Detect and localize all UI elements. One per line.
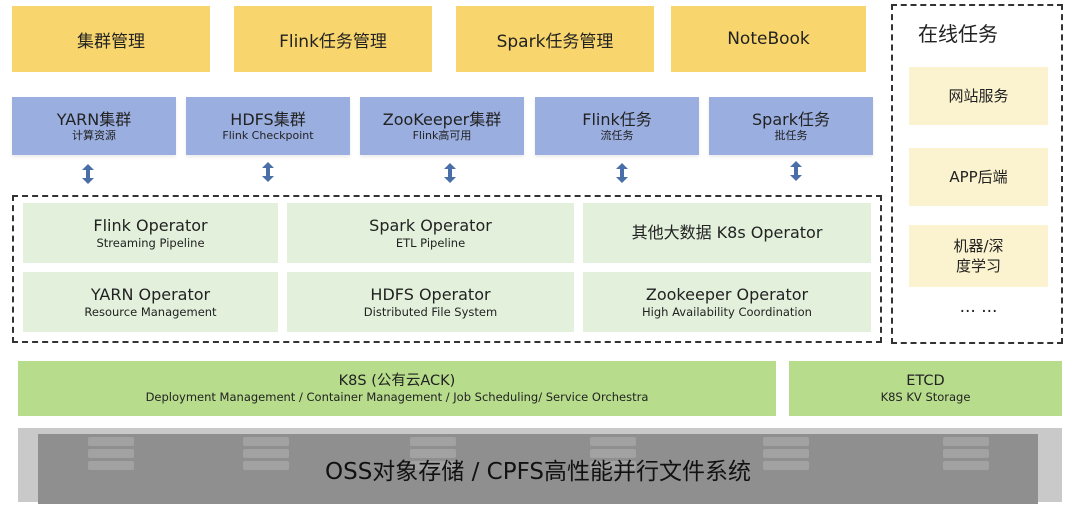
operator-box-spark: Spark Operator ETL Pipeline bbox=[287, 203, 574, 263]
server-icon bbox=[590, 437, 636, 473]
double-arrow-icon bbox=[82, 164, 94, 184]
top-box-notebook: NoteBook bbox=[671, 6, 866, 72]
double-arrow-icon bbox=[790, 161, 802, 181]
double-arrow-icon bbox=[444, 163, 456, 183]
k8s-subtitle: Deployment Management / Container Manage… bbox=[145, 390, 649, 404]
online-tasks-panel bbox=[891, 4, 1063, 344]
cluster-subtitle: Flink高可用 bbox=[412, 128, 472, 142]
operator-title: Flink Operator bbox=[93, 215, 208, 235]
server-icon bbox=[243, 437, 289, 473]
cluster-title: YARN集群 bbox=[56, 109, 132, 129]
top-box-cluster-management: 集群管理 bbox=[12, 6, 210, 72]
cluster-title: Spark任务 bbox=[752, 109, 830, 129]
online-item-ml-label: 机器/深度学习 bbox=[953, 237, 1004, 275]
operator-title: YARN Operator bbox=[90, 284, 211, 304]
operator-title: 其他大数据 K8s Operator bbox=[631, 223, 823, 242]
cluster-title: Flink任务 bbox=[582, 109, 652, 129]
online-item-ml: 机器/深度学习 bbox=[909, 225, 1048, 287]
etcd-title: ETCD bbox=[906, 373, 945, 389]
server-icon bbox=[763, 437, 809, 473]
etcd-subtitle: K8S KV Storage bbox=[880, 390, 971, 404]
operator-title: Zookeeper Operator bbox=[645, 284, 809, 304]
server-icon bbox=[410, 437, 456, 473]
operator-box-yarn: YARN Operator Resource Management bbox=[23, 272, 278, 332]
cluster-box-flink-task: Flink任务 流任务 bbox=[535, 97, 699, 155]
top-box-flink-task-management: Flink任务管理 bbox=[234, 6, 432, 72]
operator-box-other-k8s: 其他大数据 K8s Operator bbox=[583, 203, 871, 263]
operator-subtitle: ETL Pipeline bbox=[395, 235, 466, 250]
cluster-title: ZooKeeper集群 bbox=[382, 109, 502, 129]
k8s-bar: K8S (公有云ACK) Deployment Management / Con… bbox=[18, 361, 776, 416]
operator-title: Spark Operator bbox=[369, 215, 492, 235]
k8s-title: K8S (公有云ACK) bbox=[338, 373, 456, 389]
online-item-app-backend: APP后端 bbox=[909, 148, 1048, 206]
cluster-box-hdfs: HDFS集群 Flink Checkpoint bbox=[186, 97, 350, 155]
operator-title: HDFS Operator bbox=[370, 284, 491, 304]
operator-subtitle: Resource Management bbox=[84, 304, 217, 319]
server-icon bbox=[943, 437, 989, 473]
cluster-box-spark-task: Spark任务 批任务 bbox=[709, 97, 873, 155]
cluster-subtitle: 批任务 bbox=[774, 128, 808, 142]
operator-box-flink: Flink Operator Streaming Pipeline bbox=[23, 203, 278, 263]
storage-label: OSS对象存储 / CPFS高性能并行文件系统 bbox=[324, 459, 752, 485]
storage-bar: OSS对象存储 / CPFS高性能并行文件系统 bbox=[38, 434, 1038, 504]
operator-box-hdfs: HDFS Operator Distributed File System bbox=[287, 272, 574, 332]
operators-container bbox=[12, 195, 882, 343]
cluster-subtitle: 计算资源 bbox=[72, 128, 116, 142]
top-box-spark-task-management: Spark任务管理 bbox=[456, 6, 654, 72]
double-arrow-icon bbox=[262, 162, 274, 182]
cluster-box-yarn: YARN集群 计算资源 bbox=[12, 97, 176, 155]
cluster-box-zookeeper: ZooKeeper集群 Flink高可用 bbox=[360, 97, 524, 155]
double-arrow-icon bbox=[616, 163, 628, 183]
cluster-subtitle: 流任务 bbox=[600, 128, 634, 142]
operator-subtitle: High Availability Coordination bbox=[642, 304, 812, 319]
operator-box-zookeeper: Zookeeper Operator High Availability Coo… bbox=[583, 272, 871, 332]
cluster-title: HDFS集群 bbox=[230, 109, 306, 129]
operator-subtitle: Streaming Pipeline bbox=[96, 235, 205, 250]
online-tasks-title: 在线任务 bbox=[918, 22, 998, 46]
online-item-ellipsis: ... ... bbox=[959, 297, 998, 317]
operator-subtitle: Distributed File System bbox=[363, 304, 498, 319]
cluster-subtitle: Flink Checkpoint bbox=[222, 128, 314, 142]
online-item-website: 网站服务 bbox=[909, 67, 1048, 125]
server-icon bbox=[88, 437, 134, 473]
etcd-bar: ETCD K8S KV Storage bbox=[789, 361, 1062, 416]
